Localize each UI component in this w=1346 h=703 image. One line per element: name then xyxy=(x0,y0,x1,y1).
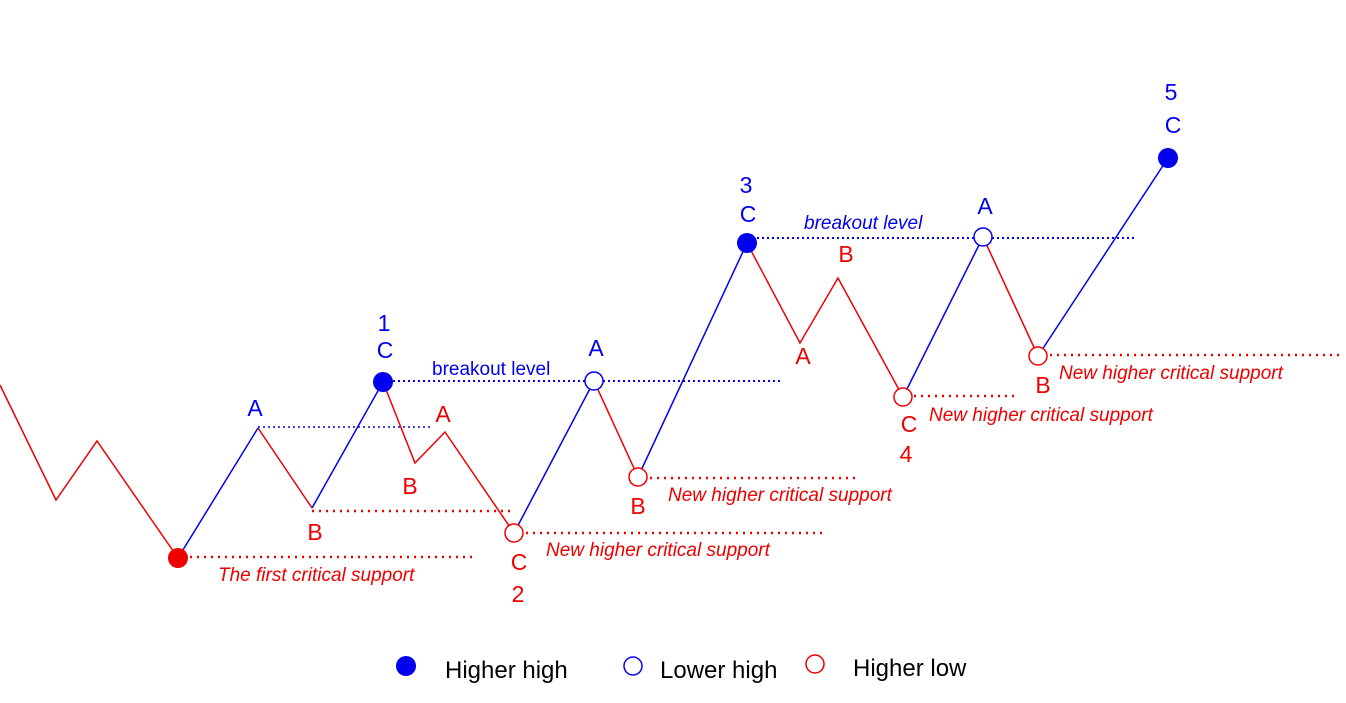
support-after-b3-label: New higher critical support xyxy=(668,485,893,506)
wave5-b-pullback-line xyxy=(982,236,1039,357)
support-after-c2-label: New higher critical support xyxy=(546,540,771,561)
higher-high-legend-label: Higher high xyxy=(445,657,568,684)
wave3-c-up-line xyxy=(637,242,748,478)
wave2-b-pullback-line xyxy=(593,380,639,478)
wave5-b-label: B xyxy=(1035,372,1050,398)
lower-high-legend-label: Lower high xyxy=(660,657,777,684)
breakout-lines xyxy=(258,237,1135,428)
wave4-correction-line xyxy=(746,242,904,398)
higher-high-legend-marker xyxy=(396,656,416,676)
breakout-level-label-2: breakout level xyxy=(804,213,923,234)
wave2-number-label: 2 xyxy=(512,581,525,607)
legend: Higher high Lower high Higher low xyxy=(396,654,967,684)
wave4-low-marker xyxy=(893,387,913,407)
support-lines xyxy=(190,353,1340,559)
wave3-b-label: B xyxy=(630,493,645,519)
wave5-b-marker xyxy=(1028,346,1048,366)
wave3-number-label: 3 xyxy=(740,172,753,198)
annotation-texts: breakout level breakout level The first … xyxy=(218,213,1284,586)
impulse-segments xyxy=(177,157,1169,559)
wave1-b-label: B xyxy=(307,519,322,545)
wave5-a-up-line xyxy=(902,236,984,398)
impulse-labels: A 1 C A 3 C A 5 C xyxy=(247,79,1181,421)
markers xyxy=(168,148,1178,568)
wave2-a-label: B xyxy=(402,473,417,499)
higher-low-legend-marker xyxy=(805,654,825,674)
wave4-number-label: 4 xyxy=(900,441,913,467)
wave5-number-label: 5 xyxy=(1165,79,1178,105)
corrective-labels: B B A C 2 B A B C 4 B xyxy=(307,241,1050,607)
wave2-correction-line xyxy=(382,381,515,534)
wave3-a-up-line xyxy=(513,380,595,534)
wave1-c-up-line xyxy=(311,381,384,509)
wave5-a-label: A xyxy=(977,193,993,219)
wave5-a-marker xyxy=(973,227,993,247)
wave3-top-marker xyxy=(737,233,757,253)
wave1-a-label: A xyxy=(247,395,263,421)
wave1-number-label: 1 xyxy=(378,310,391,336)
lower-high-legend-marker xyxy=(623,656,643,676)
first-low-marker xyxy=(168,548,188,568)
wave1-top-marker xyxy=(373,372,393,392)
wave3-a-label: A xyxy=(588,335,604,361)
first-support-label: The first critical support xyxy=(218,565,415,586)
wave5-top-marker xyxy=(1158,148,1178,168)
wave4-a-label: A xyxy=(795,343,811,369)
support-after-b5-label: New higher critical support xyxy=(1059,363,1284,384)
wave3-c-label: C xyxy=(740,201,757,227)
corrective-segments xyxy=(0,236,1039,559)
wave2-low-marker xyxy=(504,523,524,543)
wave4-c-label: C xyxy=(901,411,918,437)
wave2-b-label: A xyxy=(435,401,451,427)
support-after-c4-label: New higher critical support xyxy=(929,405,1154,426)
higher-low-legend-label: Higher low xyxy=(853,655,967,682)
wave1-up-line xyxy=(177,427,259,559)
wave2-c-label: C xyxy=(511,549,528,575)
wave3-a-marker xyxy=(584,371,604,391)
wave3-b-marker xyxy=(628,467,648,487)
wave5-c-up-line xyxy=(1037,157,1169,357)
breakout-level-label-1: breakout level xyxy=(432,359,550,380)
initial-decline-line xyxy=(0,384,179,559)
wave1-b-pullback-line xyxy=(257,427,313,509)
wave4-b-label: B xyxy=(838,241,853,267)
wave1-c-label: C xyxy=(377,337,394,363)
wave5-c-label: C xyxy=(1165,112,1182,138)
